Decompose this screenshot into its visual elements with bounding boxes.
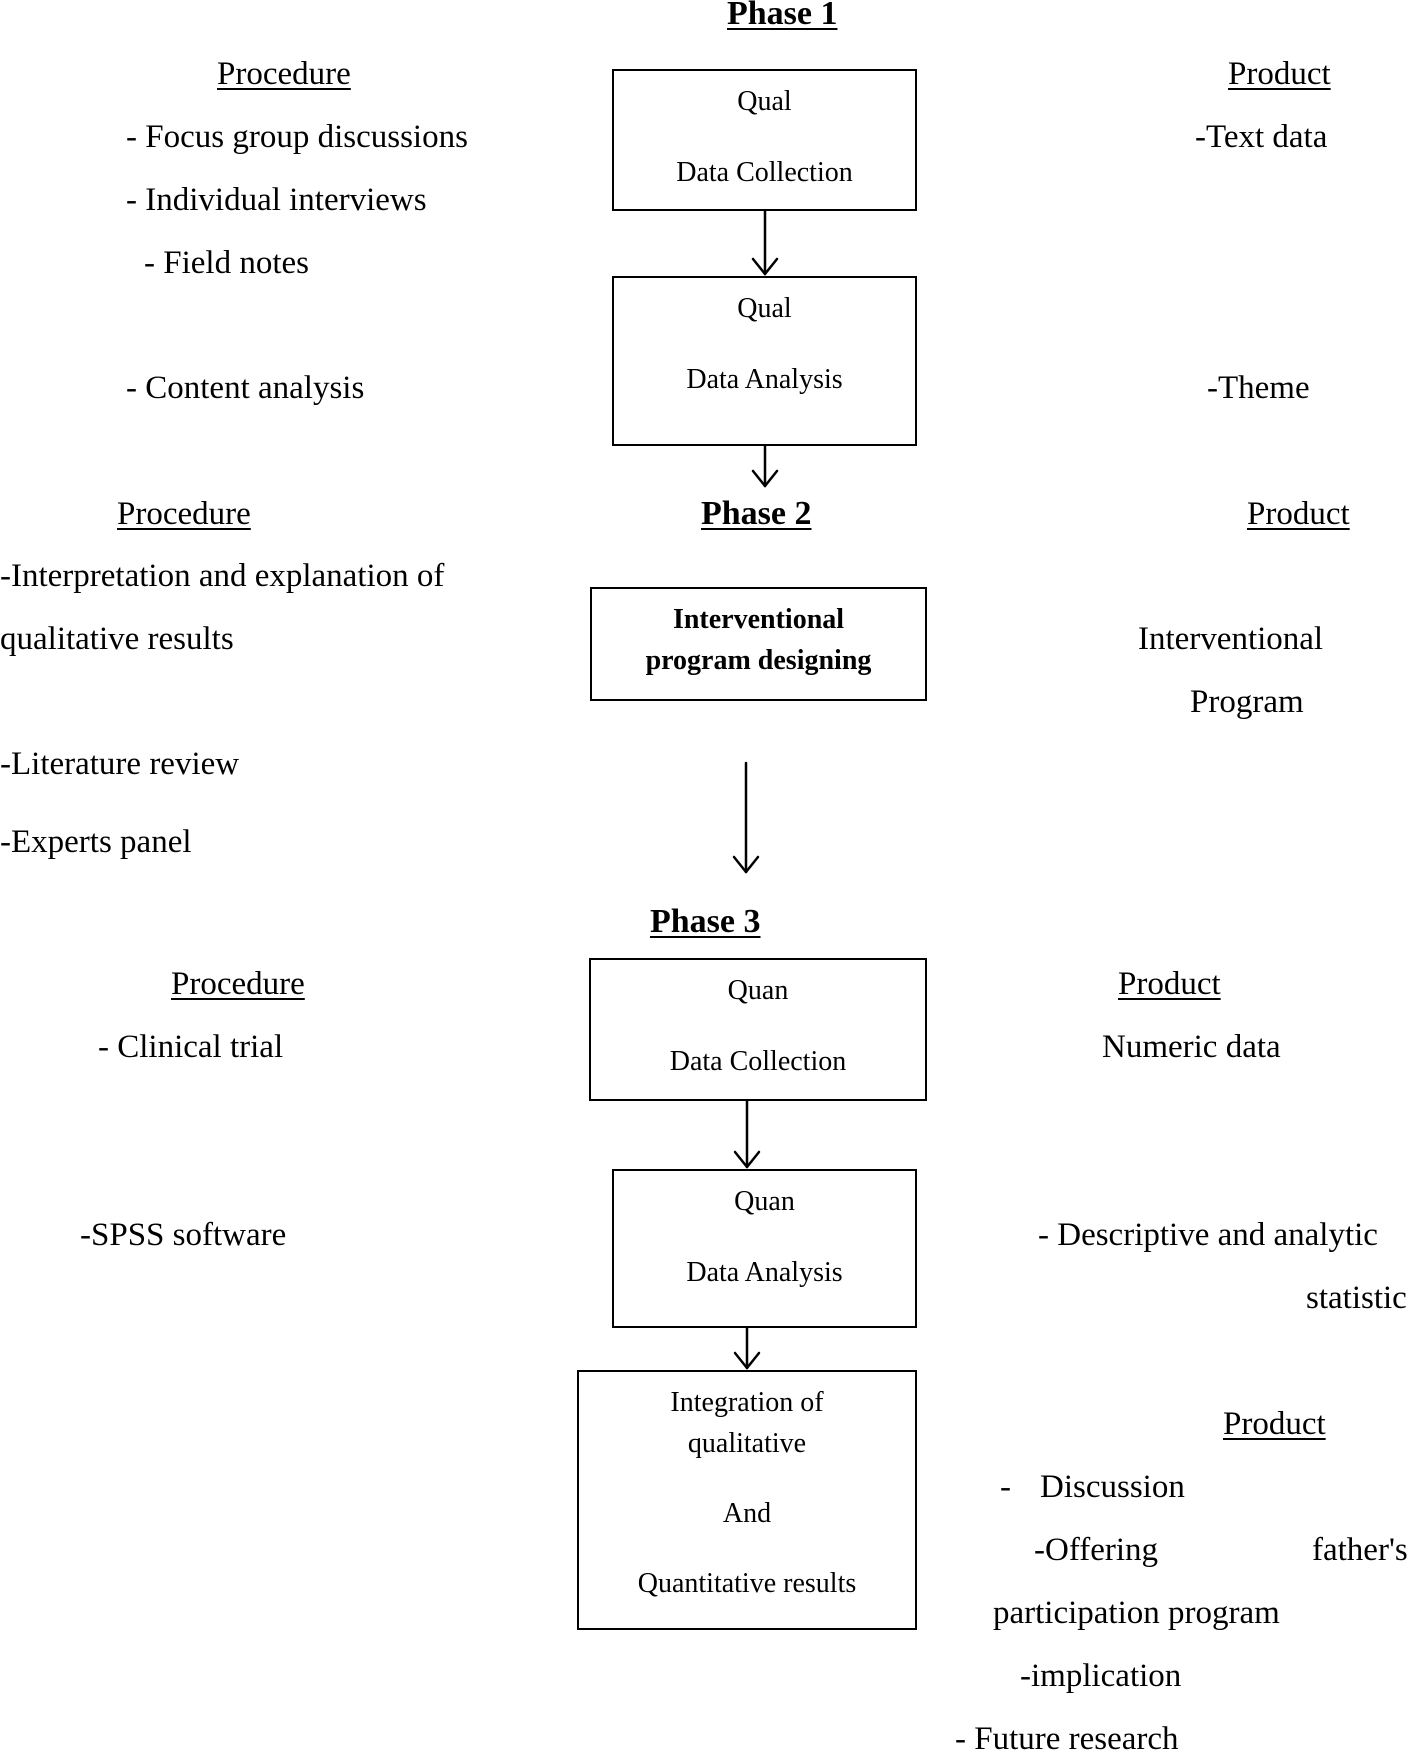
final-product-item: participation program: [993, 1595, 1280, 1631]
phase-1-product-heading: Product: [1228, 56, 1331, 92]
procedure-item: - Individual interviews: [126, 182, 427, 218]
box-label: Data Collection: [676, 157, 853, 188]
down-arrow: [733, 1099, 761, 1169]
qual-data-analysis-box: Qual Data Analysis: [612, 276, 917, 446]
interventional-program-box: Interventional program designing: [590, 587, 927, 701]
down-arrow: [751, 209, 779, 276]
down-arrow: [732, 761, 760, 874]
final-product-item: - Future research: [955, 1721, 1179, 1751]
box-label: program designing: [645, 645, 872, 676]
procedure-item: - Focus group discussions: [126, 119, 468, 155]
box-label: Qual: [737, 86, 792, 117]
procedure-item: -Literature review: [0, 746, 240, 782]
box-label: Data Collection: [669, 1046, 847, 1077]
product-item: Numeric data: [1102, 1029, 1281, 1065]
box-label: Data Analysis: [686, 1257, 843, 1288]
phase-3-procedure-heading: Procedure: [171, 966, 305, 1002]
product-item: - Descriptive and analytic: [1038, 1217, 1378, 1253]
phase-1-procedure-heading: Procedure: [217, 56, 351, 92]
box-label: Quan: [727, 975, 789, 1006]
phase-1-title: Phase 1: [727, 0, 838, 32]
procedure-item: -Experts panel: [0, 824, 192, 860]
box-label: Quan: [734, 1186, 795, 1217]
box-label: qualitative: [687, 1428, 807, 1459]
phase-2-title: Phase 2: [701, 495, 812, 532]
phase-3-product-heading: Product: [1118, 966, 1221, 1002]
box-label: And: [722, 1498, 772, 1529]
box-label: Interventional: [672, 604, 845, 635]
procedure-item: qualitative results: [0, 621, 234, 657]
procedure-item: -Interpretation and explanation of: [0, 558, 445, 594]
product-item: -Theme: [1207, 370, 1310, 406]
final-product-heading: Product: [1223, 1406, 1326, 1442]
procedure-item: - Field notes: [144, 245, 309, 281]
final-product-item: father's: [1312, 1532, 1408, 1568]
phase-3-title: Phase 3: [650, 903, 761, 940]
final-product-item: -Offering: [1034, 1532, 1159, 1568]
product-item: -Text data: [1195, 119, 1328, 155]
product-item: Interventional: [1138, 621, 1324, 657]
product-item: statistic: [1306, 1280, 1407, 1316]
phase-2-procedure-heading: Procedure: [117, 496, 251, 532]
quan-data-collection-box: Quan Data Collection: [589, 958, 927, 1101]
final-product-item: -: [1000, 1469, 1011, 1505]
phase-2-product-heading: Product: [1247, 496, 1350, 532]
down-arrow: [733, 1326, 761, 1370]
box-label: Qual: [737, 293, 792, 324]
procedure-item: -SPSS software: [80, 1217, 287, 1253]
box-label: Integration of: [670, 1387, 824, 1418]
procedure-item: - Clinical trial: [98, 1029, 284, 1065]
product-item: Program: [1190, 684, 1304, 720]
final-product-item: Discussion: [1040, 1469, 1185, 1505]
procedure-item: - Content analysis: [126, 370, 365, 406]
integration-box: Integration of qualitative And Quantitat…: [577, 1370, 917, 1630]
quan-data-analysis-box: Quan Data Analysis: [612, 1169, 917, 1328]
box-label: Data Analysis: [686, 364, 843, 395]
box-label: Quantitative results: [637, 1568, 857, 1599]
down-arrow: [751, 444, 779, 488]
qual-data-collection-box: Qual Data Collection: [612, 69, 917, 211]
final-product-item: -implication: [1020, 1658, 1182, 1694]
